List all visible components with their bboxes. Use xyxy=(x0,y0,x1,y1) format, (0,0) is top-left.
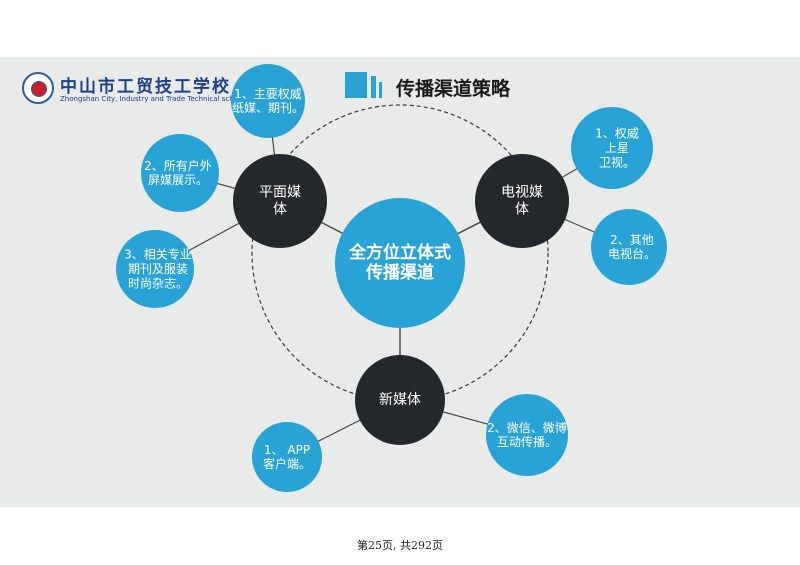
hub-label: 平面媒 xyxy=(259,185,301,201)
leaf-node xyxy=(116,230,194,308)
page-footer: 第25页, 共292页 xyxy=(357,539,443,552)
leaf-node xyxy=(591,209,667,285)
leaf-label: 卫视。 xyxy=(599,154,635,169)
center-label: 传播渠道 xyxy=(365,262,434,283)
center-label: 全方位立体式 xyxy=(348,242,451,263)
leaf-label: 期刊及服装 xyxy=(128,262,188,276)
leaf-label: 1、权威 xyxy=(595,127,639,141)
leaf-label: 3、相关专业 xyxy=(124,247,192,262)
school-logo: 中山市工贸技工学校 Zhongshan City, Industry and T… xyxy=(22,72,244,108)
hub-label: 电视媒 xyxy=(501,185,543,201)
school-seal-icon xyxy=(22,72,54,104)
leaf-node xyxy=(252,422,322,492)
leaf-label: 纸媒、期刊。 xyxy=(232,101,304,115)
hub-label: 体 xyxy=(515,201,529,217)
leaf-node xyxy=(141,134,219,212)
leaf-label: 上星 xyxy=(605,141,629,155)
leaf-node xyxy=(571,107,653,189)
leaf-node xyxy=(486,394,568,476)
school-name-en: Zhongshan City, Industry and Trade Techn… xyxy=(60,95,245,103)
leaf-label: 电视台。 xyxy=(608,246,656,261)
leaf-label: 1、 APP xyxy=(264,443,310,457)
leaf-label: 屏媒展示。 xyxy=(148,173,208,187)
leaf-label: 2、所有户外 xyxy=(144,158,212,173)
leaf-label: 2、微信、微博 xyxy=(487,420,567,435)
leaf-label: 客户端。 xyxy=(263,456,311,471)
hub-label: 新媒体 xyxy=(379,392,421,408)
slide-title: 传播渠道策略 xyxy=(396,78,511,100)
center-node xyxy=(335,198,465,328)
leaf-label: 1、主要权威 xyxy=(234,87,302,101)
leaf-label: 时尚杂志。 xyxy=(128,276,188,290)
school-name-cn: 中山市工贸技工学校 xyxy=(60,77,231,97)
hub-node xyxy=(355,355,445,445)
leaf-label: 2、其他 xyxy=(610,233,654,247)
hub-label: 体 xyxy=(273,201,287,217)
hub-node xyxy=(233,154,327,248)
leaf-node xyxy=(231,64,305,138)
leaf-label: 互动传播。 xyxy=(497,434,557,449)
title-bars-icon xyxy=(345,72,391,98)
slide: 中山市工贸技工学校 Zhongshan City, Industry and T… xyxy=(0,57,800,507)
hub-node xyxy=(475,154,569,248)
